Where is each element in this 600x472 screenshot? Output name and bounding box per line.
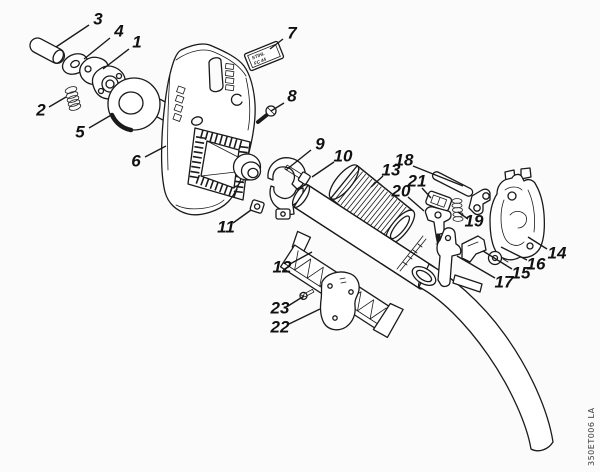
part-label-2: 2 xyxy=(35,100,46,119)
leader-line-20 xyxy=(407,196,425,212)
part-label-23: 23 xyxy=(270,298,290,317)
leader-line-12 xyxy=(289,251,313,265)
part-label-4: 4 xyxy=(113,21,124,40)
part-label-13: 13 xyxy=(382,160,401,179)
leader-line-8 xyxy=(270,102,285,112)
leader-line-3 xyxy=(55,24,90,48)
part-2-spring xyxy=(64,86,82,111)
part-label-21: 21 xyxy=(407,171,427,190)
leader-line-21 xyxy=(421,187,432,199)
leader-line-10 xyxy=(311,161,335,178)
part-label-18: 18 xyxy=(395,150,414,169)
part-23-screw xyxy=(299,288,315,301)
leader-line-19 xyxy=(457,211,469,220)
part-22-cover xyxy=(319,271,360,331)
leader-line-13 xyxy=(370,175,384,188)
leader-line-5 xyxy=(88,113,114,129)
part-10-bolt xyxy=(284,164,311,185)
model-plate-model: FC 44 xyxy=(253,57,267,66)
drive-tube xyxy=(411,263,554,452)
leader-line-18 xyxy=(412,165,464,187)
part-label-22: 22 xyxy=(270,317,290,336)
part-3-pin xyxy=(29,37,66,64)
doc-code: 350ET006 LA xyxy=(587,407,596,466)
part-label-16: 16 xyxy=(527,254,546,273)
part-17-throttle-lever xyxy=(436,227,483,293)
part-8-screw xyxy=(256,105,277,124)
part-label-20: 20 xyxy=(391,181,411,200)
part-label-7: 7 xyxy=(287,23,298,42)
leader-line-17 xyxy=(456,255,496,279)
leader-line-14 xyxy=(527,236,548,250)
leader-line-7 xyxy=(269,38,284,50)
leader-line-6 xyxy=(144,145,167,158)
part-label-6: 6 xyxy=(131,151,141,170)
leader-line-4 xyxy=(83,37,111,60)
handlebar-tube xyxy=(291,184,436,290)
part-7-model-plate: STIHL FC 44 xyxy=(243,40,285,72)
part-19-spring xyxy=(451,198,464,222)
leader-line-9 xyxy=(285,149,312,171)
part-label-14: 14 xyxy=(548,243,567,262)
part-label-15: 15 xyxy=(512,263,531,282)
model-plate-brand: STIHL xyxy=(251,51,265,61)
part-label-17: 17 xyxy=(495,272,515,291)
leader-line-11 xyxy=(232,209,252,224)
part-label-19: 19 xyxy=(465,211,484,230)
part-9-clamp xyxy=(267,157,307,220)
part-label-1: 1 xyxy=(132,32,141,51)
part-label-10: 10 xyxy=(334,146,353,165)
leader-line-15 xyxy=(482,250,513,270)
part-label-8: 8 xyxy=(287,86,297,105)
part-14-handle-housing xyxy=(489,167,546,261)
part-15-trigger xyxy=(461,235,487,263)
part-label-11: 11 xyxy=(217,217,235,236)
leader-line-23 xyxy=(287,295,305,307)
leader-line-1 xyxy=(102,48,130,70)
part-label-3: 3 xyxy=(93,9,103,28)
leader-line-22 xyxy=(288,308,321,325)
leader-line-16 xyxy=(500,246,528,261)
part-11-nut xyxy=(249,199,265,214)
part-6-fan-housing xyxy=(160,43,262,216)
part-label-5: 5 xyxy=(75,122,85,141)
leader-line-2 xyxy=(48,96,67,108)
part-label-12: 12 xyxy=(273,257,292,276)
part-label-9: 9 xyxy=(315,134,325,153)
